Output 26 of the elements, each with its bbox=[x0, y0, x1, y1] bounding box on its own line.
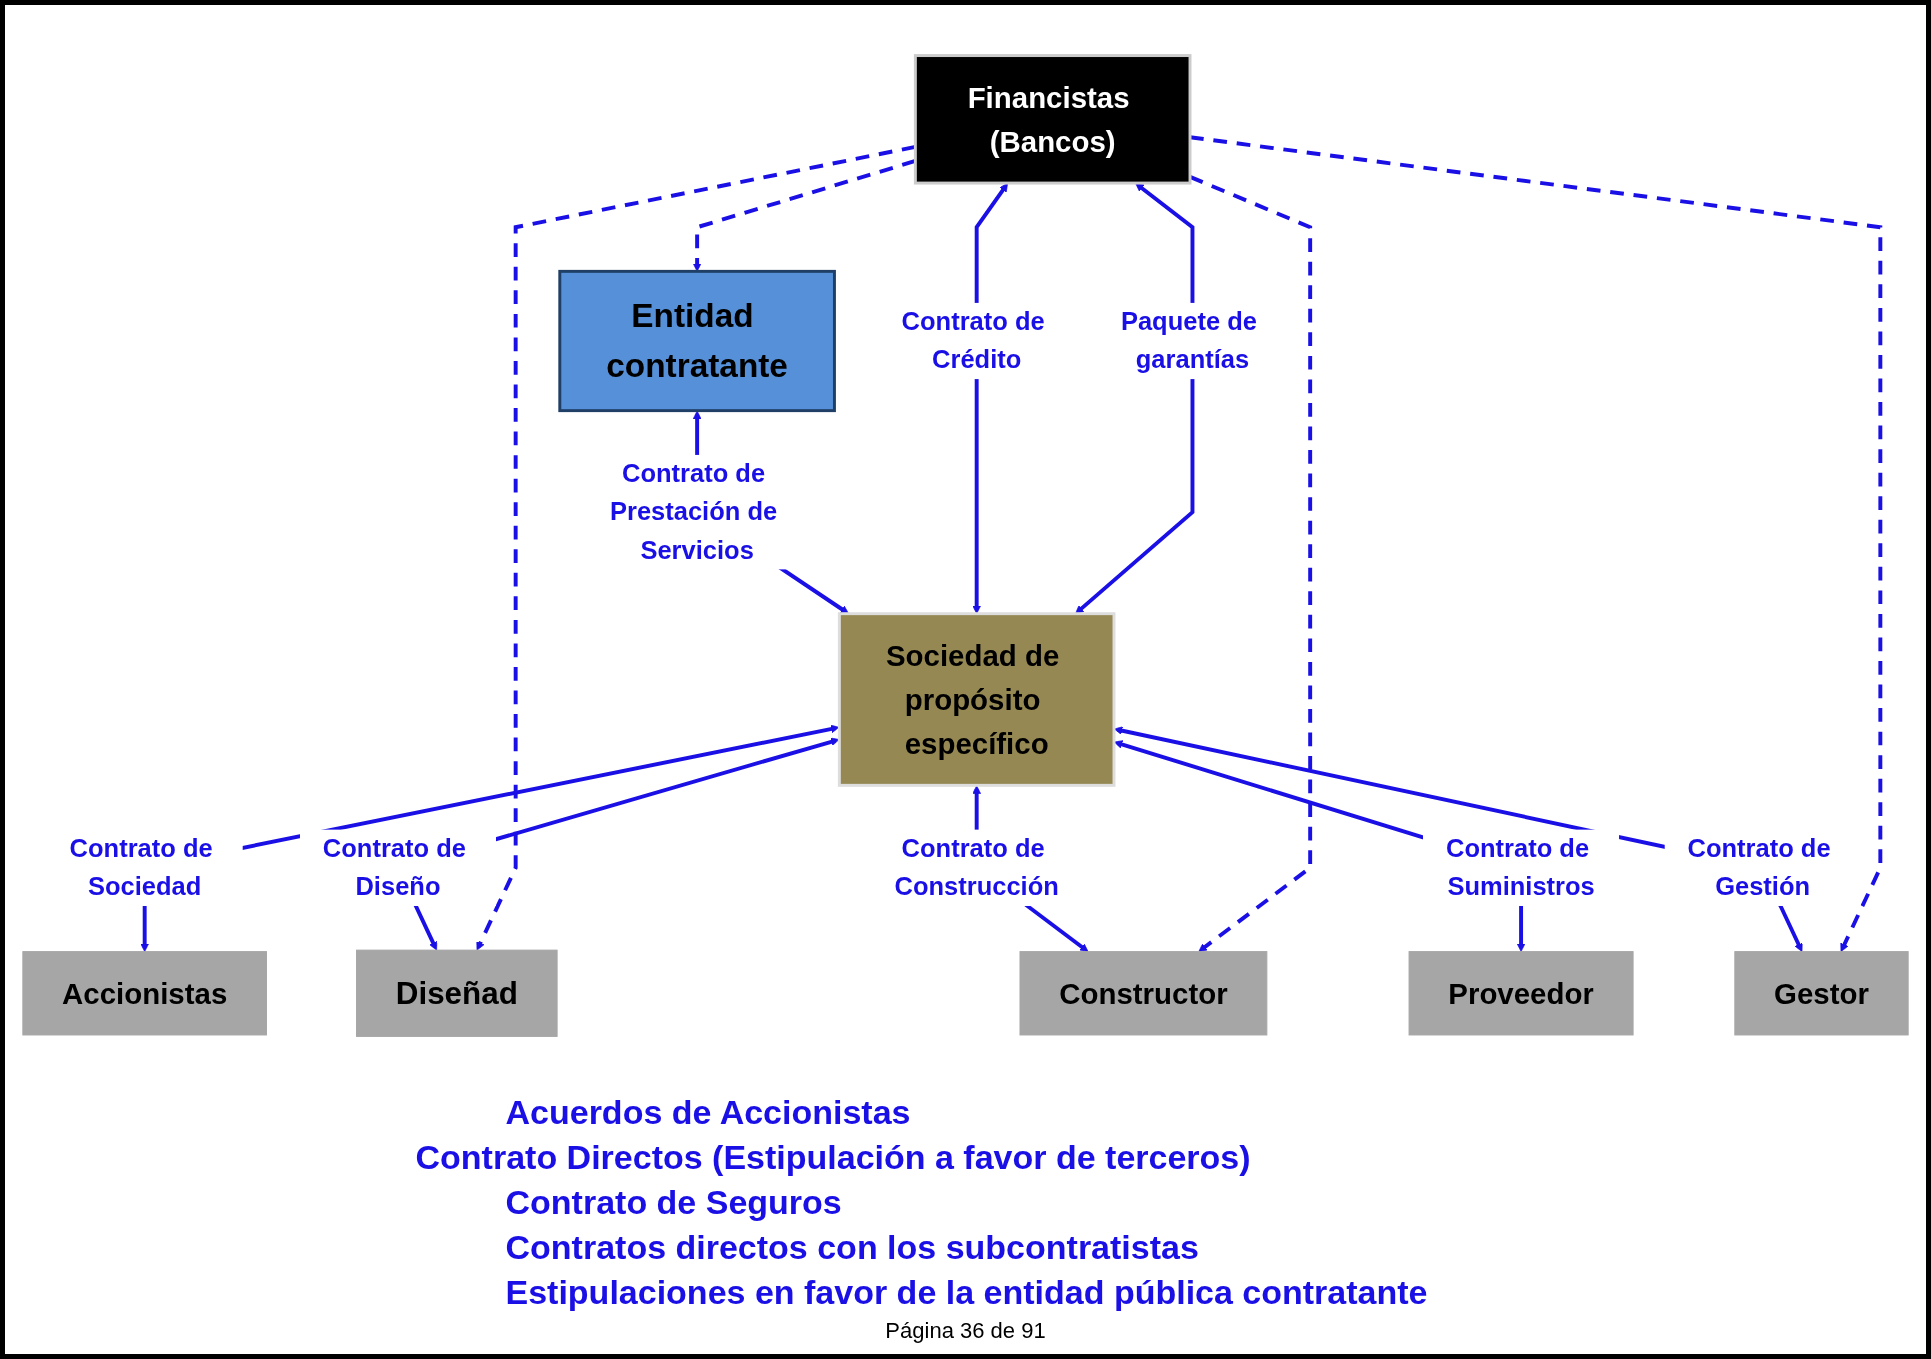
edge-label: Paquete de garantías bbox=[1120, 306, 1257, 375]
page-number: Página 36 de 91 bbox=[884, 1318, 1047, 1344]
node-box: Gestor bbox=[1734, 951, 1909, 1036]
arrow bbox=[1189, 135, 1883, 952]
node-box: Sociedad de propósito específico bbox=[837, 612, 1116, 787]
node-box: Financistas (Bancos) bbox=[913, 54, 1192, 185]
node-box: Entidad contratante bbox=[558, 269, 836, 413]
node-box: Constructor bbox=[1019, 951, 1268, 1036]
edge-label: Contrato de Construcción bbox=[894, 833, 1059, 902]
edge-label: Contrato de Suministros bbox=[1445, 833, 1595, 902]
node-box: Accionistas bbox=[22, 951, 267, 1036]
arrow bbox=[476, 145, 916, 951]
arrow bbox=[692, 159, 916, 272]
contract-note: Estipulaciones en favor de la entidad pública contratante bbox=[505, 1273, 1429, 1312]
contract-note: Contratos directos con los subcontratistas bbox=[505, 1228, 1200, 1267]
edge-label: Contrato de Sociedad bbox=[69, 833, 213, 902]
node-box: Diseñad bbox=[356, 949, 558, 1037]
agreement-note: Acuerdos de Accionistas bbox=[505, 1093, 912, 1132]
edge-label: Contrato de Gestión bbox=[1687, 833, 1831, 902]
contract-note: Contrato Directos (Estipulación a favor de terceros) bbox=[415, 1138, 1252, 1177]
edge-label: Contrato de Prestación de Servicios bbox=[609, 458, 778, 565]
node-box: Proveedor bbox=[1408, 951, 1634, 1036]
contract-note: Contrato de Seguros bbox=[505, 1183, 843, 1222]
arrow bbox=[1189, 175, 1313, 952]
edge-label: Contrato de Crédito bbox=[901, 306, 1045, 375]
edge-label: Contrato de Diseño bbox=[322, 833, 466, 902]
